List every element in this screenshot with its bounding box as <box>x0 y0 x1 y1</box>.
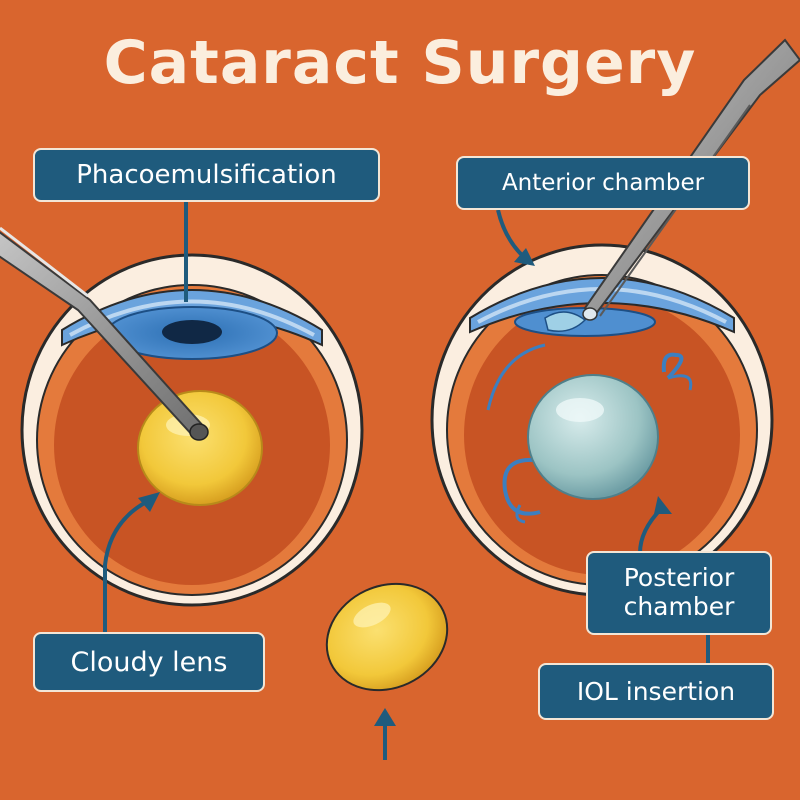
label-iol-insertion: IOL insertion <box>538 663 774 720</box>
iol-haptic-arc <box>486 343 546 411</box>
page-title: Cataract Surgery <box>103 28 697 98</box>
iol-haptic-bottom <box>502 457 549 516</box>
label-anterior-chamber: Anterior chamber <box>456 156 750 210</box>
right-cornea <box>469 277 735 334</box>
label-cloudy-lens: Cloudy lens <box>33 632 265 692</box>
left-eye <box>0 226 364 607</box>
left-pupil <box>162 320 222 344</box>
iol-optic <box>527 374 659 500</box>
anterior-chamber-arrow <box>496 209 535 266</box>
removed-lens-arrow <box>374 708 396 760</box>
label-phacoemulsification: Phacoemulsification <box>33 148 380 202</box>
left-cloudy-lens <box>137 390 263 506</box>
posterior-chamber-arrow <box>638 496 672 554</box>
iol-haptic-top <box>661 352 684 380</box>
label-posterior-chamber: Posterior chamber <box>586 551 772 635</box>
phaco-probe <box>0 226 209 441</box>
right-eye <box>430 38 800 597</box>
removed-lens <box>325 582 449 692</box>
cloudy-lens-arrow <box>103 492 160 634</box>
